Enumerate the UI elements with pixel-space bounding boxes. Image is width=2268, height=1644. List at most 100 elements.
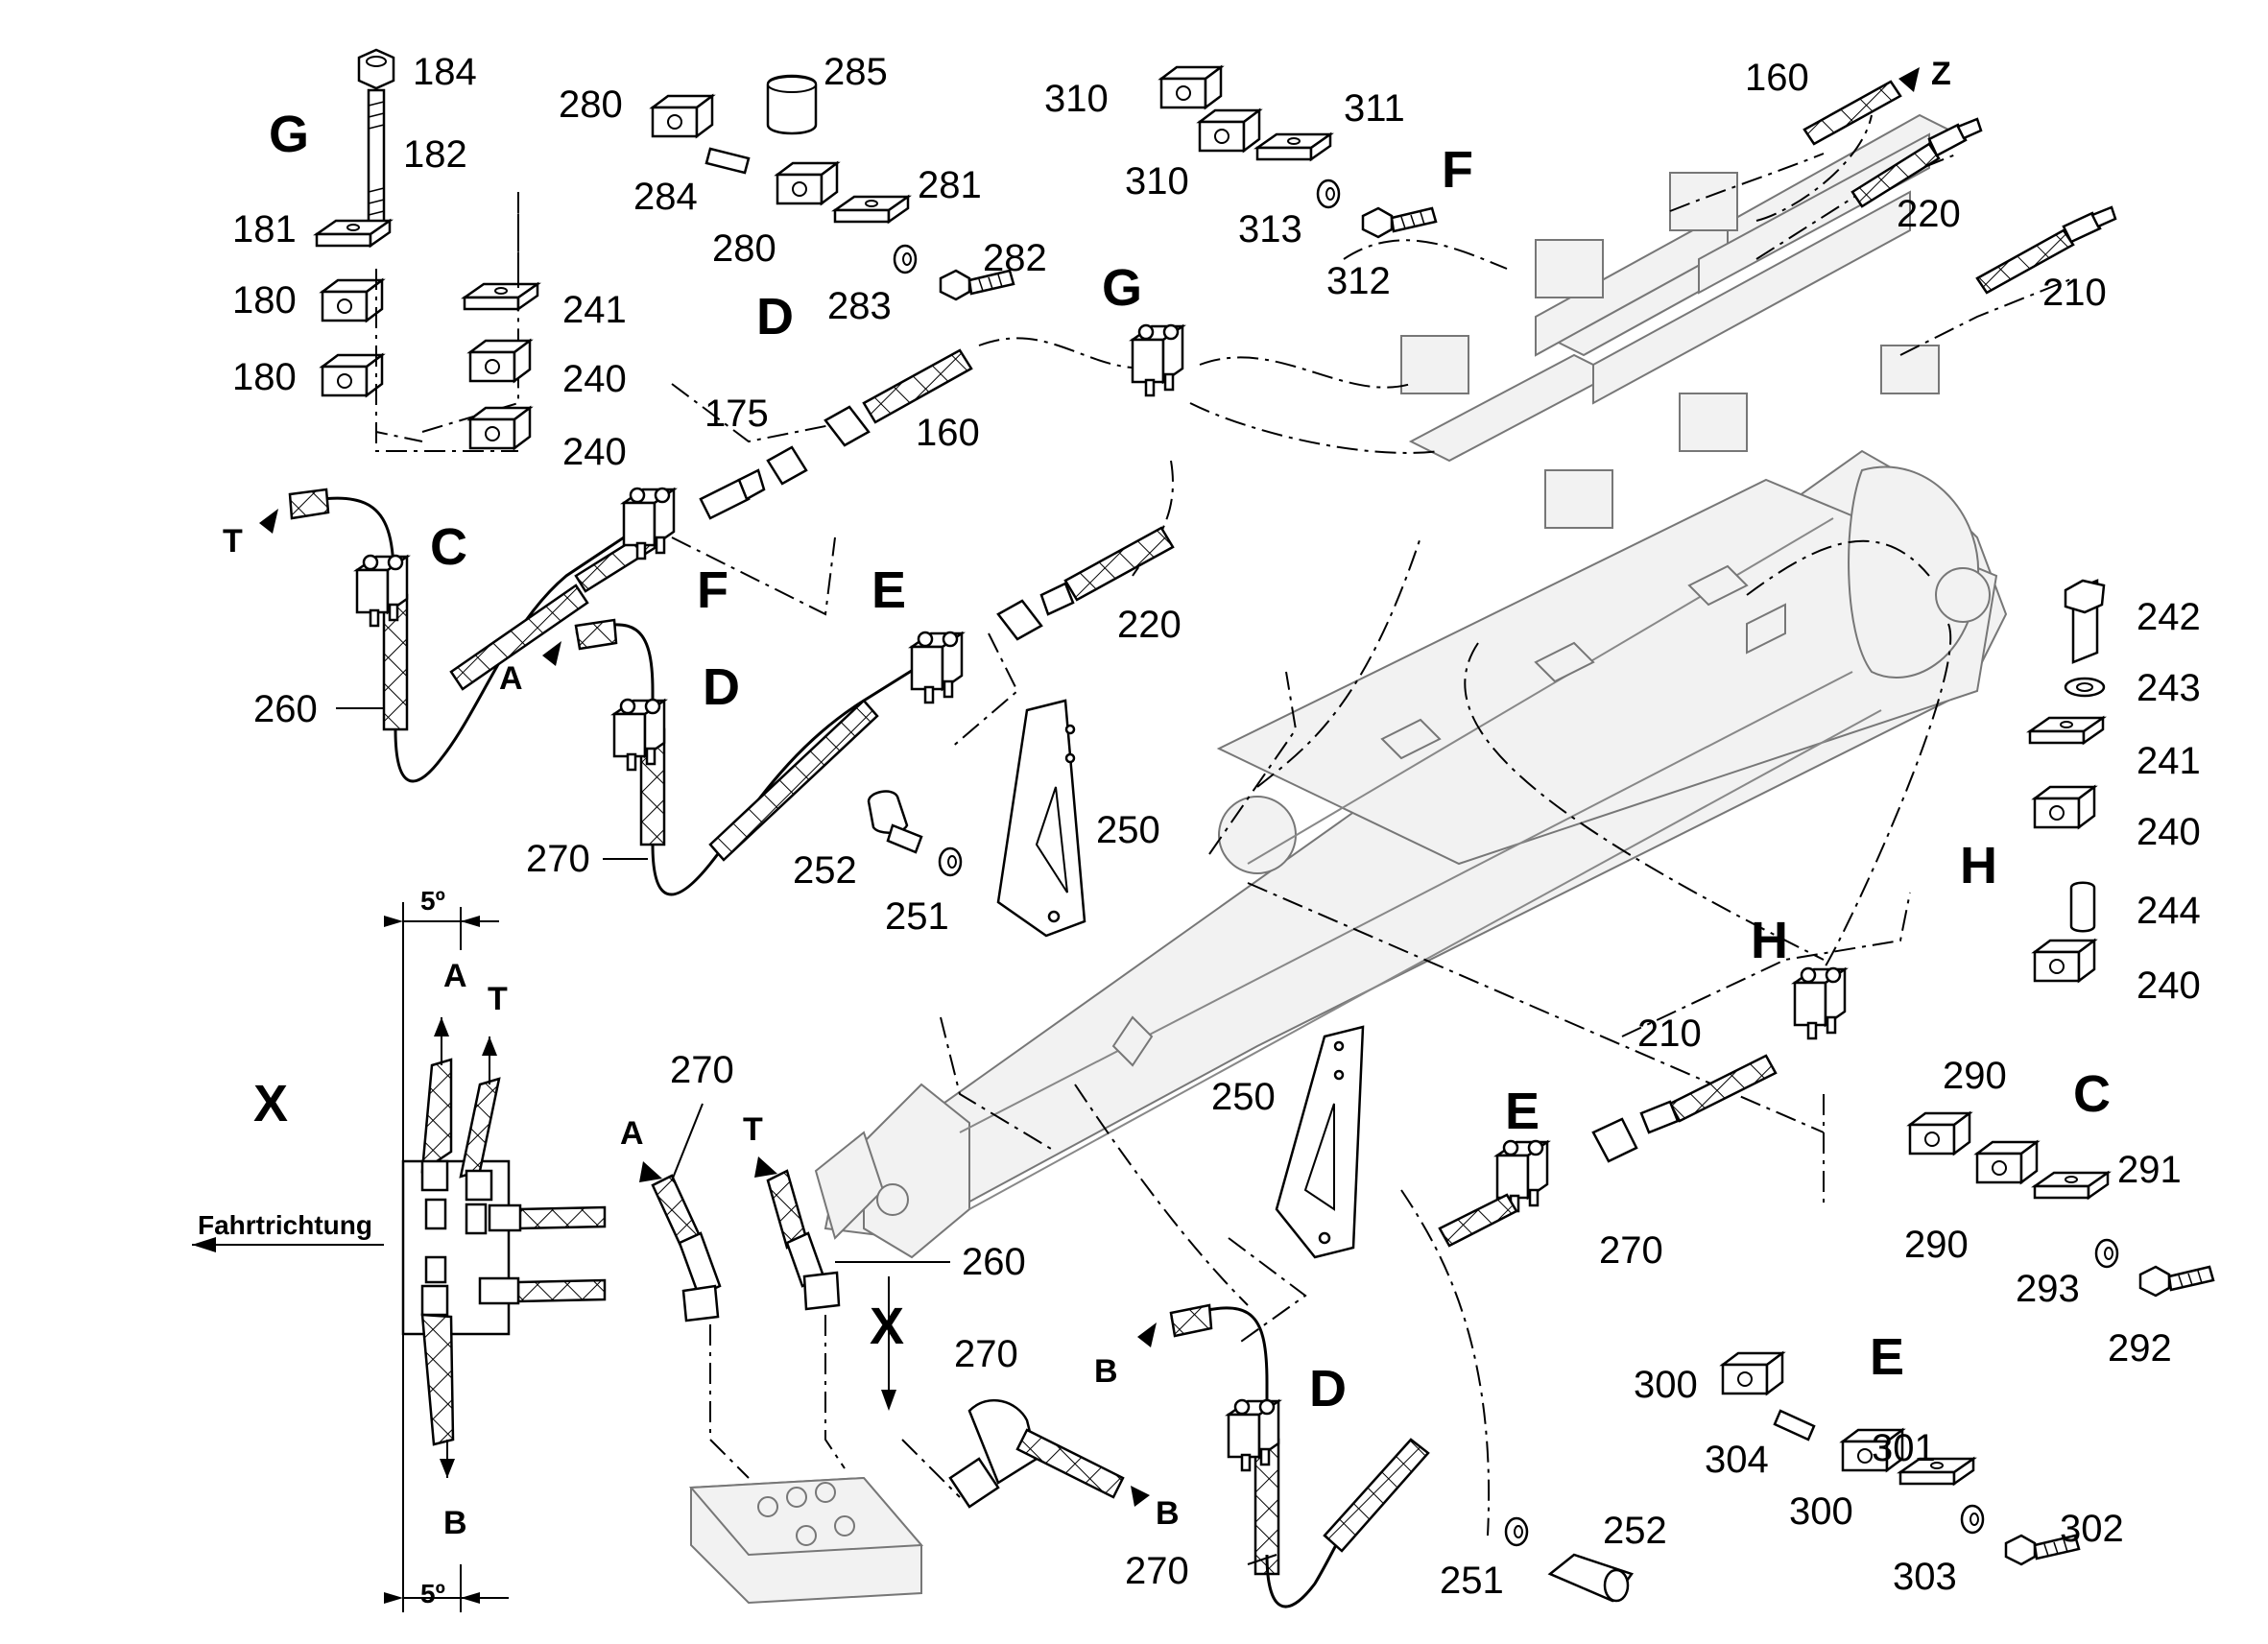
part-number-220-b: 220	[1117, 604, 1182, 646]
part-number-280-b: 280	[712, 227, 776, 270]
clamp-half-240d	[2033, 939, 2096, 983]
spacer-284	[704, 147, 751, 175]
group-h-clamp-parts	[2028, 579, 2106, 983]
plate-311	[1255, 132, 1332, 161]
clamp-half-240b	[468, 406, 532, 450]
hose-210-right	[1438, 966, 1847, 1248]
hose-clamp-h-mid	[1793, 966, 1847, 1040]
part-number-220-a: 220	[1897, 193, 1961, 235]
clamp-half-310b	[1198, 108, 1261, 153]
plate-241-right	[2028, 716, 2105, 745]
part-number-270-b: 270	[1599, 1229, 1663, 1272]
direction-label-b-detail: B	[443, 1505, 467, 1541]
bolt-252-left	[867, 790, 963, 877]
part-number-184: 184	[413, 51, 477, 93]
clamp-half-300a	[1721, 1351, 1784, 1395]
clamp-half-180b	[321, 353, 384, 397]
part-number-241-b: 241	[2137, 740, 2201, 782]
part-number-240-d: 240	[2137, 965, 2201, 1007]
bracket-250-left	[996, 699, 1086, 938]
hose-160-top	[1802, 80, 1902, 146]
direction-label-a-detail: A	[443, 958, 467, 994]
direction-label-a-left: A	[499, 660, 523, 697]
hose-220	[1063, 526, 1175, 602]
part-number-292: 292	[2108, 1327, 2172, 1370]
hose-clamp-e	[910, 631, 964, 704]
part-number-270-e: 270	[1125, 1550, 1189, 1592]
group-label-c-left: C	[430, 518, 467, 576]
bracket-250-right	[1275, 1025, 1365, 1259]
part-number-210-b: 210	[1637, 1013, 1702, 1055]
group-label-f-top: F	[1442, 141, 1473, 199]
part-number-291: 291	[2117, 1149, 2182, 1191]
direction-label-z-top: Z	[1931, 56, 1951, 92]
group-label-e-right: E	[1870, 1328, 1904, 1386]
boom-structure	[814, 449, 2008, 1259]
group-e-clamp-parts	[1721, 1351, 2081, 1566]
part-number-210-a: 210	[2042, 272, 2107, 314]
part-number-313: 313	[1238, 208, 1302, 250]
part-number-251-b: 251	[1440, 1560, 1504, 1602]
part-number-160-b: 160	[916, 412, 980, 454]
nut-220	[996, 599, 1043, 641]
nut-270-right	[1591, 1117, 1638, 1163]
plate-291	[2033, 1171, 2110, 1200]
part-number-311: 311	[1344, 87, 1405, 130]
part-number-241-a: 241	[562, 289, 627, 331]
clamp-half-280b	[776, 161, 839, 205]
part-number-252-b: 252	[1603, 1510, 1667, 1552]
part-number-270-d: 270	[954, 1333, 1018, 1375]
direction-label-b-upper: B	[1094, 1353, 1118, 1390]
part-number-240-a: 240	[562, 358, 627, 400]
hose-210-top	[1975, 228, 2075, 295]
angle-label-bottom: 5º	[420, 1579, 445, 1608]
clamp-half-290b	[1975, 1140, 2039, 1184]
part-number-240-c: 240	[2137, 811, 2201, 853]
part-number-310-a: 310	[1044, 78, 1109, 120]
hose-assembly-270	[542, 618, 964, 896]
part-number-304: 304	[1705, 1439, 1769, 1481]
part-number-175: 175	[704, 393, 769, 435]
part-number-181: 181	[232, 208, 297, 250]
clamp-half-280a	[651, 94, 714, 138]
part-number-282: 282	[983, 237, 1047, 279]
part-number-240-b: 240	[562, 431, 627, 473]
adapter-175	[766, 445, 808, 486]
part-number-285: 285	[824, 51, 888, 93]
hose-assembly-270-bottom	[1137, 1303, 1430, 1608]
part-number-182: 182	[403, 133, 467, 176]
part-number-180-b: 180	[232, 356, 297, 398]
clamp-half-240c	[2033, 785, 2096, 829]
part-number-300-a: 300	[1634, 1364, 1698, 1406]
fittings-upper-left	[699, 348, 1175, 641]
part-number-290-a: 290	[1943, 1055, 2007, 1097]
spacer-244	[2069, 881, 2096, 933]
group-g-clamp-parts	[315, 48, 539, 450]
hoses-top-right	[1802, 67, 2117, 295]
part-number-242: 242	[2137, 596, 2201, 638]
group-label-d-bottom: D	[1309, 1360, 1347, 1418]
hose-clamp-g	[1131, 323, 1184, 397]
part-number-290-b: 290	[1904, 1224, 1969, 1266]
washer-251-left	[938, 846, 963, 877]
hoses-a-t-bottom	[639, 1156, 841, 1322]
part-number-303: 303	[1893, 1556, 1957, 1598]
bolt-292	[2138, 1265, 2215, 1298]
part-number-270-a: 270	[526, 838, 590, 880]
part-number-252-a: 252	[793, 849, 857, 892]
label-leaders	[336, 707, 1277, 1565]
washer-283	[893, 244, 918, 274]
group-d-clamp-parts	[651, 74, 1015, 301]
labels: G D F G C F E D H H C E E D X X T A Z A …	[198, 51, 2201, 1608]
valve-block	[688, 1476, 924, 1605]
travel-direction-label: Fahrtrichtung	[198, 1210, 372, 1240]
part-number-243: 243	[2137, 667, 2201, 709]
group-label-f-left: F	[697, 561, 728, 619]
direction-label-b-lower: B	[1156, 1495, 1180, 1532]
part-number-160-a: 160	[1745, 57, 1809, 99]
group-label-x-detail: X	[253, 1075, 288, 1132]
bolt-252-bottom	[1504, 1516, 1635, 1603]
clamp-half-180a	[321, 278, 384, 322]
clamp-half-240a	[468, 339, 532, 383]
